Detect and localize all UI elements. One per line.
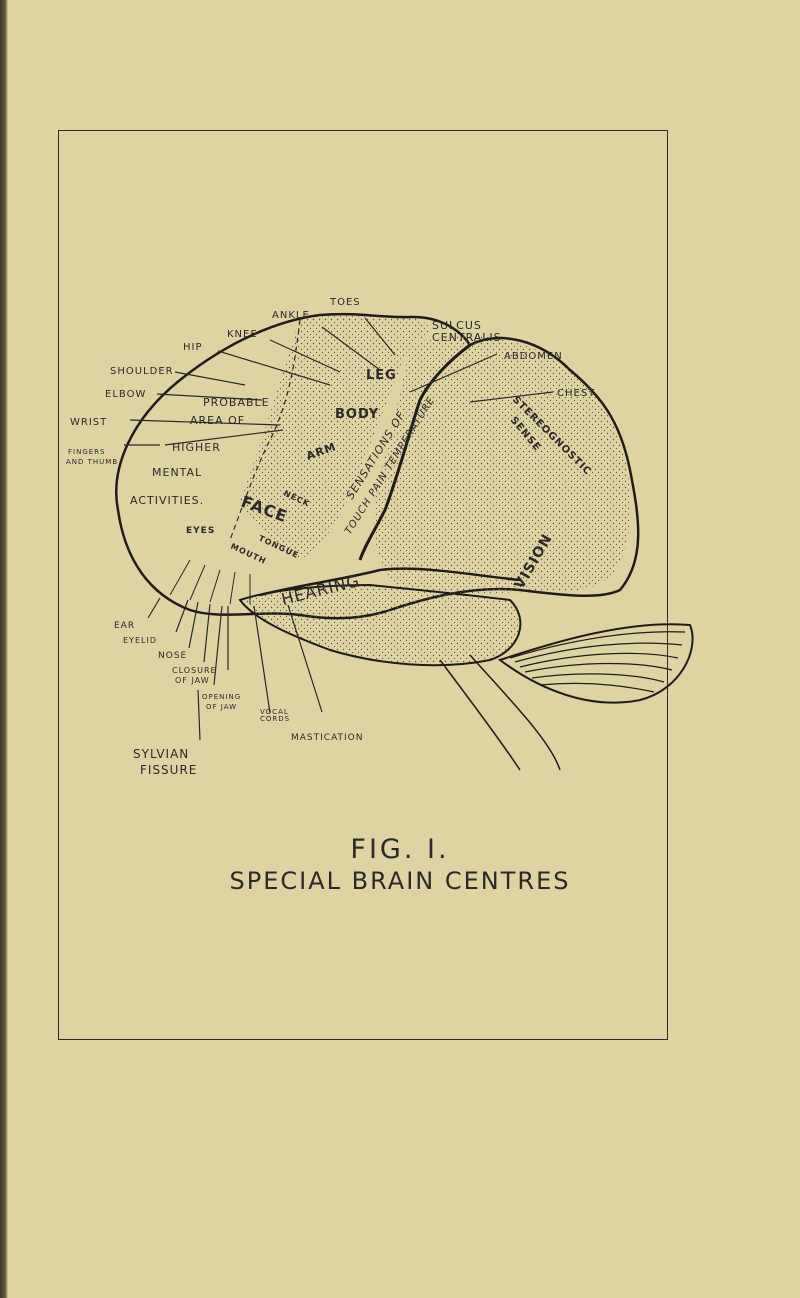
- figure-frame: [58, 130, 668, 1040]
- label-leg: LEG: [366, 368, 397, 383]
- face-zone-rays: [169, 559, 251, 605]
- label-shoulder: SHOULDER: [110, 366, 174, 377]
- temporal-lobe: [238, 583, 522, 667]
- label-mental: MENTAL: [152, 466, 202, 479]
- motor-strip: [240, 316, 429, 560]
- label-area-of: AREA OF: [190, 414, 245, 427]
- label-ankle: ANKLE: [272, 310, 310, 321]
- label-sulcus-line2: CENTRALIS: [432, 331, 502, 344]
- label-hip: HIP: [183, 342, 203, 353]
- label-sulcus-line1: SULCUS: [432, 319, 482, 332]
- label-toes: TOES: [329, 297, 361, 308]
- label-opening-line2: OF JAW: [206, 703, 237, 711]
- pointer-lines: [124, 317, 554, 741]
- label-knee: KNEE: [227, 329, 258, 340]
- label-vocal-line1: VOCAL: [260, 708, 289, 716]
- label-body: BODY: [335, 407, 379, 422]
- label-activities: ACTIVITIES.: [130, 494, 204, 507]
- sulcus-centralis: [358, 343, 471, 561]
- label-nose: NOSE: [158, 651, 187, 661]
- sensory-area: [373, 335, 631, 595]
- sylvian-fissure-line: [259, 567, 521, 597]
- figure-subtitle: SPECIAL BRAIN CENTRES: [229, 867, 571, 895]
- label-closure-line2: OF JAW: [175, 676, 210, 685]
- label-ear: EAR: [114, 621, 135, 631]
- label-sylvian-line1: SYLVIAN: [133, 747, 189, 761]
- label-probable: PROBABLE: [203, 396, 270, 409]
- brain-stem: [439, 654, 561, 771]
- label-chest: CHEST: [557, 388, 595, 399]
- label-vocal-line2: CORDS: [260, 715, 290, 723]
- label-abdomen: ABDOMEN: [504, 351, 563, 362]
- label-higher: HIGHER: [172, 441, 221, 454]
- cerebellum: [497, 623, 694, 704]
- book-spine-edge: [0, 0, 8, 1298]
- label-fingers-line1: FINGERS: [68, 448, 105, 456]
- label-fingers-line2: AND THUMB: [66, 458, 118, 466]
- label-eyelid: EYELID: [123, 636, 157, 645]
- label-sylvian-line2: FISSURE: [140, 763, 197, 777]
- label-closure-line1: CLOSURE: [172, 666, 217, 675]
- label-wrist: WRIST: [70, 417, 107, 428]
- label-elbow: ELBOW: [105, 389, 146, 400]
- label-mastication: MASTICATION: [291, 733, 364, 743]
- label-eyes: EYES: [186, 526, 215, 536]
- label-opening-line1: OPENING: [202, 693, 241, 701]
- figure-title: FIG. I.: [350, 834, 450, 865]
